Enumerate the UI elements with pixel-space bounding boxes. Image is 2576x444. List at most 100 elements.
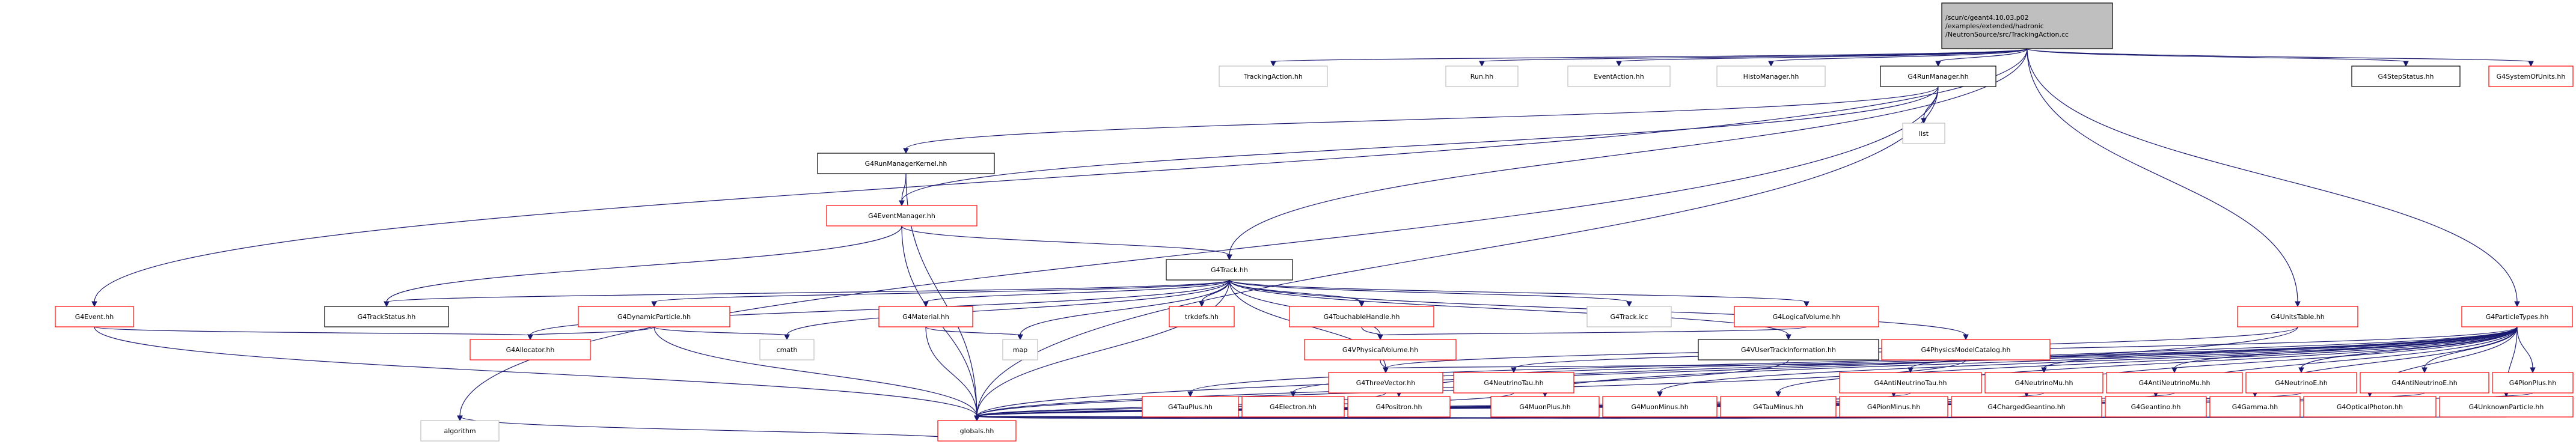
node-g4pionminushh[interactable]: G4PionMinus.hh xyxy=(1839,396,1948,418)
node-label: G4DynamicParticle.hh xyxy=(617,313,691,321)
node-box xyxy=(2245,372,2357,394)
node-box xyxy=(2351,65,2461,87)
node-box xyxy=(1241,396,1345,418)
node-box xyxy=(1567,65,1671,87)
node-root: /scur/c/geant4.10.03.p02/examples/extend… xyxy=(1941,2,2113,49)
node-g4allocatorhh[interactable]: G4Allocator.hh xyxy=(470,339,591,360)
node-g4antineutrinomuhh[interactable]: G4AntiNeutrinoMu.hh xyxy=(2106,372,2243,394)
node-g4systemofunitshh[interactable]: G4SystemOfUnits.hh xyxy=(2488,65,2574,87)
node-g4chargedgeantinohh[interactable]: G4ChargedGeantino.hh xyxy=(1951,396,2102,418)
edge-g4eventmanagerhh-to-g4trackstatushh xyxy=(384,225,902,308)
node-g4runmanagerkernelhh[interactable]: G4RunManagerKernel.hh xyxy=(817,153,995,174)
node-box xyxy=(2105,396,2207,418)
edge-g4runmanagerkernelhh-to-g4eventmanagerhh xyxy=(899,173,907,207)
node-label: G4LogicalVolume.hh xyxy=(1773,313,1840,321)
node-box xyxy=(826,205,977,227)
node-box xyxy=(1166,259,1293,281)
node-label: G4AntiNeutrinoTau.hh xyxy=(1874,379,1947,387)
node-g4muonplushh[interactable]: G4MuonPlus.hh xyxy=(1490,396,1600,418)
node-box xyxy=(1347,396,1451,418)
node-g4neutrinotauhh[interactable]: G4NeutrinoTau.hh xyxy=(1453,372,1574,394)
node-label: G4Gamma.hh xyxy=(2232,403,2278,411)
node-label: G4Track.hh xyxy=(1211,266,1248,274)
node-label: G4ThreeVector.hh xyxy=(1356,379,1416,387)
node-label: globals.hh xyxy=(960,427,994,435)
node-g4neutrinomuhh[interactable]: G4NeutrinoMu.hh xyxy=(1984,372,2103,394)
node-g4positronhh[interactable]: G4Positron.hh xyxy=(1347,396,1451,418)
edge-g4eventmanagerhh-to-g4trackhh xyxy=(901,225,1232,261)
edge-root-to-eventactionhh xyxy=(1616,48,2028,67)
node-globalshh[interactable]: globals.hh xyxy=(937,420,1017,442)
edge-g4dynamicparticlehh-to-cmath xyxy=(653,326,790,341)
node-box xyxy=(2439,396,2574,418)
node-label: G4PhysicsModelCatalog.hh xyxy=(1921,346,2011,354)
node-g4logicalvolumehh[interactable]: G4LogicalVolume.hh xyxy=(1734,306,1879,327)
node-g4eventmanagerhh[interactable]: G4EventManager.hh xyxy=(826,205,977,227)
node-g4tauplushh[interactable]: G4TauPlus.hh xyxy=(1142,396,1239,418)
node-box xyxy=(817,153,995,174)
node-g4dynamicparticlehh[interactable]: G4DynamicParticle.hh xyxy=(578,306,730,327)
node-g4trackhh[interactable]: G4Track.hh xyxy=(1166,259,1293,281)
node-g4trackstatushh[interactable]: G4TrackStatus.hh xyxy=(324,306,449,327)
edge-root-to-g4runmanagerhh xyxy=(1935,48,2028,67)
node-label: G4OpticalPhoton.hh xyxy=(2337,403,2403,411)
edge-root-to-g4systemofunitshh xyxy=(2027,48,2534,67)
edge-root-to-histomanagerhh xyxy=(1768,48,2028,67)
edge-g4trackhh-to-g4trackstatushh xyxy=(384,279,1230,308)
edge-g4trackhh-to-g4logicalvolumehh xyxy=(1229,279,1810,308)
node-g4particletypeshh[interactable]: G4ParticleTypes.hh xyxy=(2461,306,2573,327)
node-label: G4MuonMinus.hh xyxy=(1631,403,1688,411)
node-label: G4TrackStatus.hh xyxy=(358,313,416,321)
node-box xyxy=(1716,65,1826,87)
node-label: list xyxy=(1919,130,1929,138)
edge-g4particletypeshh-to-g4pionplushh xyxy=(2516,326,2536,374)
node-label: G4NeutrinoTau.hh xyxy=(1484,379,1543,387)
node-g4vphysicalvolumehh[interactable]: G4VPhysicalVolume.hh xyxy=(1304,339,1457,360)
node-g4materialhh[interactable]: G4Material.hh xyxy=(878,306,973,327)
node-g4stepstatushh[interactable]: G4StepStatus.hh xyxy=(2351,65,2461,87)
node-box xyxy=(937,420,1017,442)
edge-g4dynamicparticlehh-to-globalshh xyxy=(653,326,980,422)
node-g4runmanagerhh[interactable]: G4RunManager.hh xyxy=(1880,65,1996,87)
node-box xyxy=(1881,339,2051,360)
node-g4physicsmodelcataloghh[interactable]: G4PhysicsModelCatalog.hh xyxy=(1881,339,2051,360)
node-label: G4UnitsTable.hh xyxy=(2271,313,2325,321)
node-g4antineutrinoehh[interactable]: G4AntiNeutrinoE.hh xyxy=(2360,372,2489,394)
node-box xyxy=(1289,306,1434,327)
node-label: G4AntiNeutrinoMu.hh xyxy=(2139,379,2210,387)
node-g4eventhh[interactable]: G4Event.hh xyxy=(55,306,134,327)
node-g4unitstablehh[interactable]: G4UnitsTable.hh xyxy=(2237,306,2358,327)
node-g4tauminushh[interactable]: G4TauMinus.hh xyxy=(1720,396,1837,418)
node-g4pionplushh[interactable]: G4PionPlus.hh xyxy=(2492,372,2574,394)
node-g4gammahh[interactable]: G4Gamma.hh xyxy=(2209,396,2301,418)
node-g4threevectorhh[interactable]: G4ThreeVector.hh xyxy=(1328,372,1443,394)
node-g4muonminushh[interactable]: G4MuonMinus.hh xyxy=(1602,396,1718,418)
edge-g4materialhh-to-globalshh xyxy=(925,326,980,422)
node-box xyxy=(1734,306,1879,327)
node-g4opticalphotonhh[interactable]: G4OpticalPhoton.hh xyxy=(2303,396,2437,418)
edge-g4dynamicparticlehh-to-g4allocatorhh xyxy=(527,326,655,341)
node-label: G4NeutrinoE.hh xyxy=(2275,379,2328,387)
node-runhh: Run.hh xyxy=(1445,65,1519,87)
node-box xyxy=(1902,123,1945,144)
node-label: G4TauPlus.hh xyxy=(1168,403,1213,411)
node-g4neutrinoehh[interactable]: G4NeutrinoE.hh xyxy=(2245,372,2357,394)
node-label: trkdefs.hh xyxy=(1185,313,1219,321)
node-g4geantinohh[interactable]: G4Geantino.hh xyxy=(2105,396,2207,418)
node-g4unknownparticlehh[interactable]: G4UnknownParticle.hh xyxy=(2439,396,2574,418)
node-g4antineutrinotauhh[interactable]: G4AntiNeutrinoTau.hh xyxy=(1839,372,1982,394)
edge-root-to-g4stepstatushh xyxy=(2027,48,2409,67)
edge-g4runmanagerhh-to-g4runmanagerkernelhh xyxy=(903,86,1939,154)
node-g4electronhh[interactable]: G4Electron.hh xyxy=(1241,396,1345,418)
node-label: /scur/c/geant4.10.03.p02 xyxy=(1945,14,2029,22)
node-label: G4EventManager.hh xyxy=(868,212,935,220)
node-list: list xyxy=(1902,123,1945,144)
node-label: G4TauMinus.hh xyxy=(1753,403,1804,411)
node-label: G4UnknownParticle.hh xyxy=(2469,403,2544,411)
node-g4touchablehandlehh[interactable]: G4TouchableHandle.hh xyxy=(1289,306,1434,327)
edge-g4touchablehandlehh-to-g4vphysicalvolumehh xyxy=(1361,326,1383,341)
node-trkdefshh[interactable]: trkdefs.hh xyxy=(1169,306,1235,327)
node-g4vusertrackinformationhh[interactable]: G4VUserTrackInformation.hh xyxy=(1698,339,1879,360)
edge-g4logicalvolumehh-to-g4vphysicalvolumehh xyxy=(1377,326,1807,341)
